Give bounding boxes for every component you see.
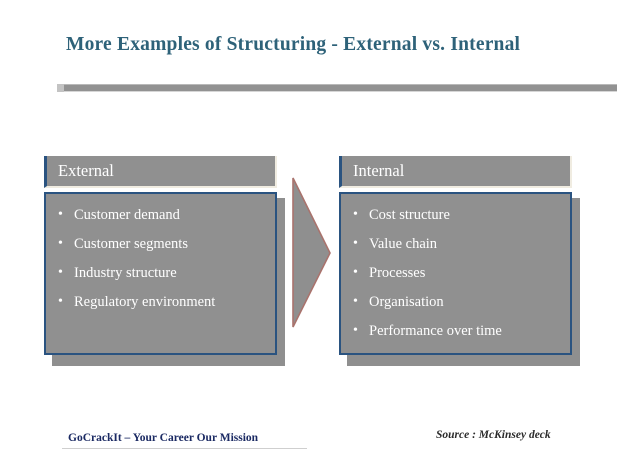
- list-item: • Regulatory environment: [54, 293, 267, 311]
- column-header-internal[interactable]: Internal: [339, 156, 572, 188]
- bullet-list-internal: • Cost structure • Value chain • Process…: [349, 206, 562, 340]
- page-title: More Examples of Structuring - External …: [66, 34, 521, 55]
- column-header-external[interactable]: External: [44, 156, 277, 188]
- list-item-label: Customer demand: [74, 207, 180, 223]
- bullet-dot-icon: •: [353, 207, 358, 222]
- list-item-label: Value chain: [369, 236, 438, 252]
- list-item-label: Organisation: [369, 294, 444, 310]
- footer-brand: GoCrackIt – Your Career Our Mission: [68, 432, 259, 444]
- bullet-dot-icon: •: [58, 207, 63, 222]
- list-item-label: Customer segments: [74, 236, 188, 252]
- list-item: • Performance over time: [349, 322, 562, 340]
- list-item: • Value chain: [349, 235, 562, 253]
- column-internal: Internal • Cost structure • Value chain …: [339, 156, 580, 366]
- column-header-label: External: [58, 161, 114, 180]
- bullet-dot-icon: •: [353, 323, 358, 338]
- bullet-dot-icon: •: [58, 294, 63, 309]
- bullet-dot-icon: •: [353, 236, 358, 251]
- list-item: • Customer demand: [54, 206, 267, 224]
- column-header-label: Internal: [353, 161, 405, 180]
- right-arrow-icon: [292, 177, 331, 328]
- bullet-list-external: • Customer demand • Customer segments • …: [54, 206, 267, 311]
- list-item-label: Regulatory environment: [74, 294, 216, 310]
- column-external: External • Customer demand • Customer se…: [44, 156, 285, 366]
- list-item: • Customer segments: [54, 235, 267, 253]
- bullet-dot-icon: •: [58, 265, 63, 280]
- column-body-internal: • Cost structure • Value chain • Process…: [339, 192, 572, 355]
- list-item-label: Cost structure: [369, 207, 450, 223]
- title-divider: [57, 84, 617, 92]
- list-item: • Industry structure: [54, 264, 267, 282]
- arrow-container: [288, 175, 336, 330]
- list-item: • Cost structure: [349, 206, 562, 224]
- list-item-label: Performance over time: [369, 323, 502, 339]
- bullet-dot-icon: •: [353, 265, 358, 280]
- footer-source: Source : McKinsey deck: [436, 429, 551, 441]
- list-item: • Processes: [349, 264, 562, 282]
- footer-divider: [62, 448, 307, 449]
- list-item-label: Industry structure: [74, 265, 177, 281]
- bullet-dot-icon: •: [58, 236, 63, 251]
- bullet-dot-icon: •: [353, 294, 358, 309]
- list-item: • Organisation: [349, 293, 562, 311]
- title-divider-cap: [57, 84, 64, 92]
- column-body-external: • Customer demand • Customer segments • …: [44, 192, 277, 355]
- list-item-label: Processes: [369, 265, 426, 281]
